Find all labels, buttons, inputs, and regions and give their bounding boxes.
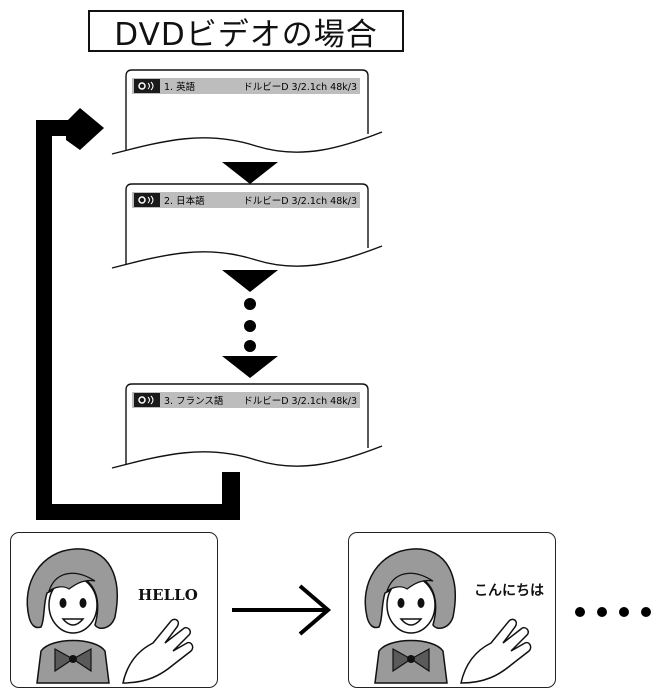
down-arrow-1 bbox=[222, 162, 278, 184]
waving-girl-illustration bbox=[364, 548, 532, 684]
subtitle-card-before bbox=[10, 532, 218, 688]
subtitle-text-japanese: こんにちは bbox=[474, 583, 544, 599]
audio-format: ドルビーD 3/2.1ch 48k/3 bbox=[243, 196, 357, 207]
down-arrow-2 bbox=[222, 270, 278, 292]
audio-info-bar: 2. 日本語 ドルビーD 3/2.1ch 48k/3 bbox=[132, 192, 360, 208]
audio-format: ドルビーD 3/2.1ch 48k/3 bbox=[243, 396, 357, 407]
audio-language: 2. 日本語 bbox=[164, 196, 205, 207]
right-arrow-icon bbox=[232, 584, 332, 636]
audio-screen-french: 3. フランス語 ドルビーD 3/2.1ch 48k/3 bbox=[111, 383, 383, 474]
ellipsis-dot bbox=[244, 320, 256, 332]
audio-speaker-icon bbox=[134, 393, 160, 407]
down-arrow-3 bbox=[222, 356, 278, 378]
audio-info-bar: 1. 英語 ドルビーD 3/2.1ch 48k/3 bbox=[132, 78, 360, 94]
audio-speaker-icon bbox=[134, 79, 160, 93]
audio-language: 3. フランス語 bbox=[164, 396, 224, 407]
audio-screen-japanese: 2. 日本語 ドルビーD 3/2.1ch 48k/3 bbox=[111, 183, 383, 274]
subtitle-text-english: HELLO bbox=[138, 586, 198, 604]
more-dot bbox=[575, 607, 585, 617]
more-dot bbox=[619, 607, 629, 617]
audio-info-bar: 3. フランス語 ドルビーD 3/2.1ch 48k/3 bbox=[132, 392, 360, 408]
loop-arrow bbox=[36, 108, 240, 520]
more-dot bbox=[641, 607, 651, 617]
audio-speaker-icon bbox=[134, 193, 160, 207]
audio-format: ドルビーD 3/2.1ch 48k/3 bbox=[243, 82, 357, 93]
ellipsis-dot bbox=[244, 340, 256, 352]
more-dot bbox=[597, 607, 607, 617]
waving-girl-illustration bbox=[26, 548, 194, 684]
page-title: DVDビデオの場合 bbox=[88, 10, 404, 53]
subtitle-card-after bbox=[348, 532, 556, 688]
audio-language: 1. 英語 bbox=[164, 82, 196, 93]
ellipsis-dot bbox=[244, 298, 256, 310]
audio-screen-english: 1. 英語 ドルビーD 3/2.1ch 48k/3 bbox=[111, 69, 383, 160]
